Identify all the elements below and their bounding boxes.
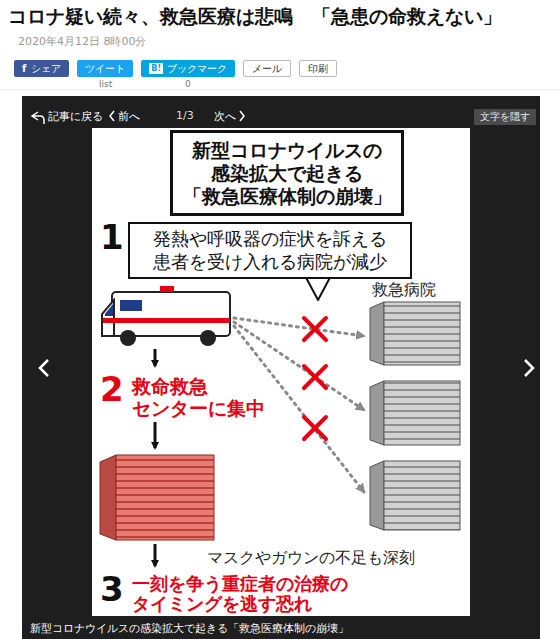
refusal-cross <box>304 318 326 439</box>
mail-button: メール <box>243 60 291 77</box>
emergency-hospital <box>370 302 460 365</box>
step-number: 3 <box>100 572 124 606</box>
emergency-hospital <box>370 381 460 445</box>
page-counter: 1/3 <box>176 109 194 122</box>
step-number: 1 <box>100 220 124 254</box>
critical-care-center <box>100 455 214 540</box>
share-count: list <box>99 79 112 89</box>
callout-box: 発熱や呼吸器の症状を訴える 患者を受け入れる病院が減少 <box>128 222 412 279</box>
ambulance <box>102 286 230 346</box>
print-button: 印刷 <box>299 60 337 77</box>
image-caption: 新型コロナウイルスの感染拡大で起きる「救急医療体制の崩壊」 <box>30 621 349 636</box>
step-number: 2 <box>100 372 124 406</box>
next-chevron <box>240 111 244 121</box>
step-text: 救命救急 センターに集中 <box>132 376 272 420</box>
box-text: ブックマーク <box>167 63 227 74</box>
headline: コロナ疑い続々、救急医療は悲鳴 「急患の命救えない」 <box>8 4 502 30</box>
back-icon <box>32 112 44 124</box>
note: マスクやガウンの不足も深刻 <box>205 548 417 569</box>
hospital-label: 救急病院 <box>372 280 436 301</box>
box-text: f <box>22 63 26 74</box>
back-link: 記事に戻る <box>48 109 103 124</box>
box-text: 文字を隠す <box>480 111 530 122</box>
prev-chevron <box>110 111 114 121</box>
hide-text-button: 文字を隠す <box>474 109 536 125</box>
tweet-button: ツイート <box>77 60 133 77</box>
gallery-next-arrow <box>525 360 533 376</box>
box-text: 新型コロナウイルスの 感染拡大で起きる 「救急医療体制の崩壊」 <box>179 139 395 207</box>
gallery-panel <box>22 96 540 639</box>
gallery-prev-arrow <box>40 360 48 376</box>
title-box: 新型コロナウイルスの 感染拡大で起きる 「救急医療体制の崩壊」 <box>170 130 404 216</box>
box-text: メール <box>252 63 282 74</box>
image-ground <box>92 128 470 618</box>
box-text: 発熱や呼吸器の症状を訴える 患者を受け入れる病院が減少 <box>136 228 404 273</box>
date: 2020年4月12日 8時00分 <box>18 34 146 49</box>
rule <box>0 90 560 91</box>
share-count: 0 <box>185 79 191 89</box>
box-text: ツイート <box>85 63 125 74</box>
prev-link: 前へ <box>118 109 140 124</box>
bookmark-button: B! ブックマーク <box>141 60 235 77</box>
caption-bar <box>22 616 540 639</box>
box-text: シェア <box>31 63 61 74</box>
step-text: 一刻を争う重症者の治療の タイミングを逃す恐れ <box>132 574 372 614</box>
box-text: 印刷 <box>308 63 328 74</box>
next-link: 次へ <box>214 109 236 124</box>
share-button: f シェア <box>14 60 69 77</box>
emergency-hospital <box>370 461 460 530</box>
box-text: B! <box>149 63 163 74</box>
